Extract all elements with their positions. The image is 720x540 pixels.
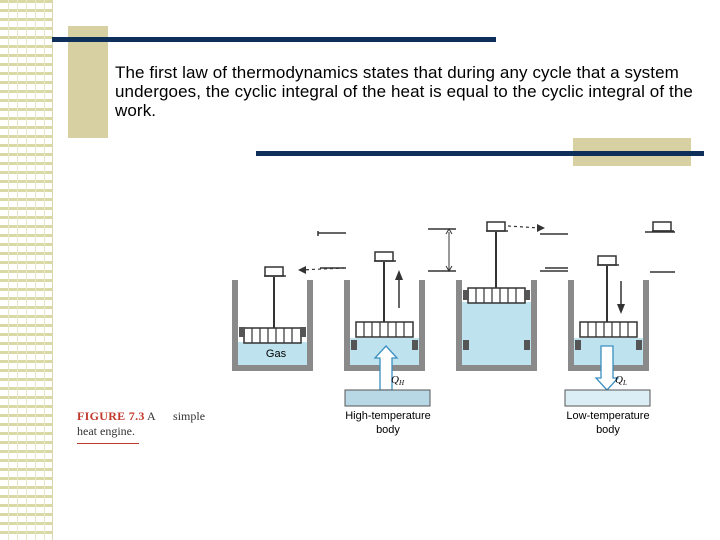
high-temperature-body [344,389,431,407]
low-temperature-body [564,389,651,407]
decorative-navy-bar-top [52,37,496,42]
figure-caption: FIGURE 7.3 A simple heat engine. [77,409,237,439]
qh-subscript: H [398,379,405,387]
caption-underline [77,443,139,444]
high-temp-label-1: High-temperature [345,410,431,422]
low-temp-label-1: Low-temperature [566,410,649,422]
figure-caption-text-2: heat engine. [77,424,135,438]
svg-text:QH: QH [391,374,405,387]
removed-weight [652,221,674,232]
shelf-6 [645,231,675,273]
shelf-5 [540,233,568,272]
cylinder-1: Gas [232,266,345,371]
cylinder-2: QH [344,251,425,391]
cylinder-4: QL [568,255,649,391]
decorative-left-strip [0,0,53,540]
gas-label: Gas [266,348,287,360]
cylinder-3 [456,221,545,371]
shelf-1 [317,231,346,236]
ql-subscript: L [622,379,627,387]
svg-text:QL: QL [615,374,627,387]
figure-caption-label: FIGURE 7.3 [77,409,145,423]
slide-body-text: The first law of thermodynamics states t… [115,63,693,120]
decorative-navy-bar-bottom [256,151,704,156]
figure-caption-text-1: A simple [147,409,206,423]
low-temp-label-2: body [596,424,620,436]
qh-label: Q [391,374,399,386]
displacement-marker [432,228,453,272]
high-temp-label-2: body [376,424,400,436]
ql-label: Q [615,374,623,386]
decorative-tan-block-top [68,26,108,138]
